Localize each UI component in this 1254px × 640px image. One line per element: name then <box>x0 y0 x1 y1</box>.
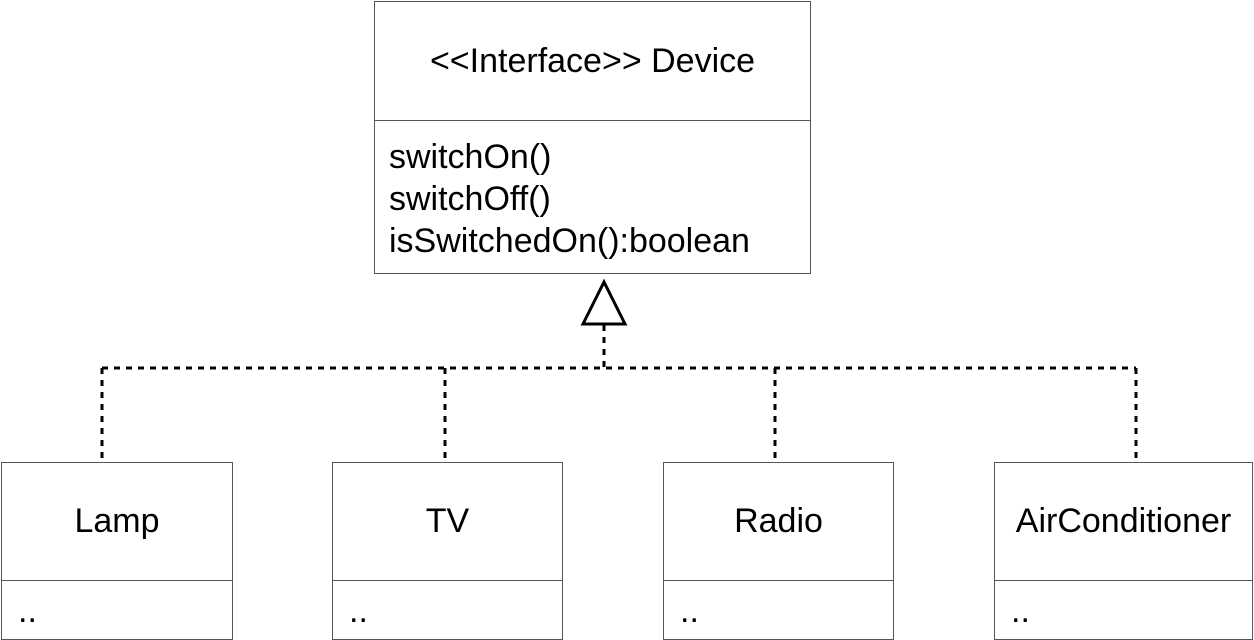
class-tv-separator <box>333 580 562 581</box>
class-lamp-box: Lamp .. <box>1 462 233 640</box>
class-lamp-name: Lamp <box>74 502 160 540</box>
class-radio-separator <box>664 580 893 581</box>
realization-arrowhead <box>580 278 628 326</box>
method-switch-on: switchOn() <box>389 138 552 176</box>
class-tv-body: .. <box>349 592 368 630</box>
class-airconditioner-separator <box>995 580 1252 581</box>
class-airconditioner-body: .. <box>1011 592 1030 630</box>
class-radio-body: .. <box>680 592 699 630</box>
class-tv-box: TV .. <box>332 462 563 640</box>
interface-device-box: <<Interface>> Device switchOn() switchOf… <box>374 1 811 274</box>
class-lamp-separator <box>2 580 232 581</box>
class-lamp-body: .. <box>18 592 37 630</box>
interface-separator <box>375 120 810 121</box>
interface-methods: switchOn() switchOff() isSwitchedOn():bo… <box>375 136 810 262</box>
interface-title: <<Interface>> Device <box>429 41 756 80</box>
method-is-switched-on: isSwitchedOn():boolean <box>389 222 750 260</box>
class-tv-name: TV <box>425 502 470 540</box>
class-radio-box: Radio .. <box>663 462 894 640</box>
class-airconditioner-box: AirConditioner .. <box>994 462 1253 640</box>
class-airconditioner-name: AirConditioner <box>1015 502 1232 540</box>
class-radio-name: Radio <box>734 502 823 540</box>
method-switch-off: switchOff() <box>389 180 551 218</box>
